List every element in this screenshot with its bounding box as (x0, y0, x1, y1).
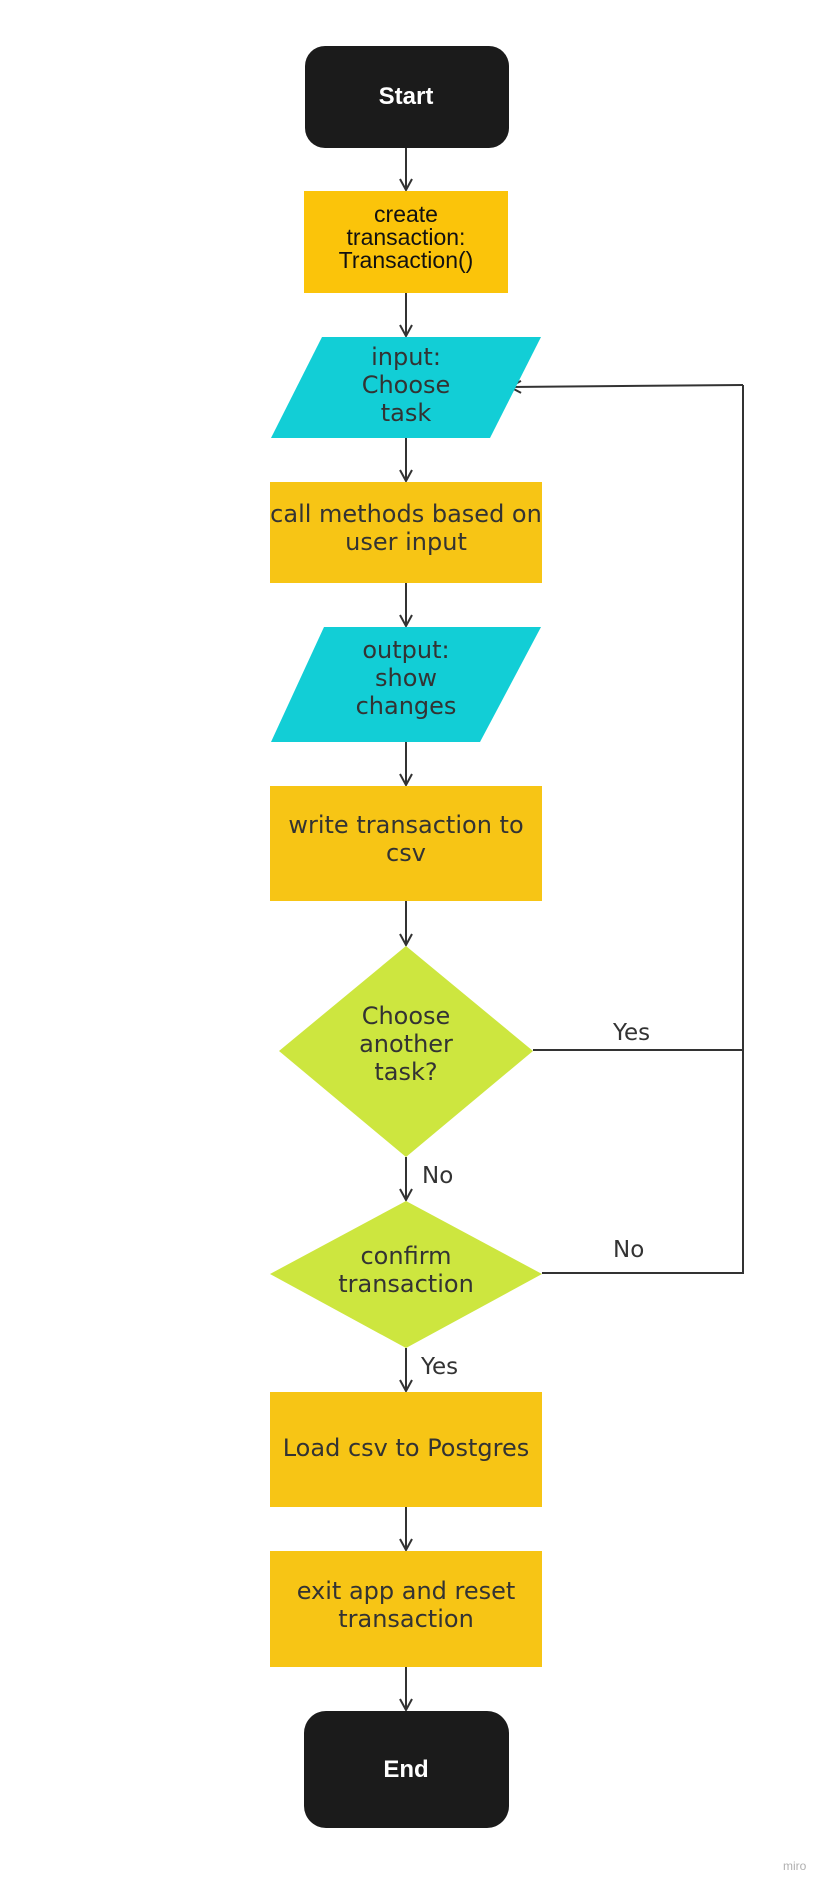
input-io-shape (271, 337, 541, 438)
label-line: another (359, 1030, 453, 1058)
load-label: Load csv to Postgres (283, 1434, 530, 1462)
node-end: End (304, 1711, 509, 1828)
label-line: task? (374, 1058, 437, 1086)
label-line: csv (386, 839, 426, 867)
create-process-shape (304, 191, 508, 293)
call-process-shape (270, 482, 542, 583)
end-terminal-shape (304, 1711, 509, 1828)
label-line: transaction (338, 1605, 474, 1633)
end-label: End (383, 1756, 428, 1783)
label-line: transaction (338, 1270, 474, 1298)
label-line: Choose (362, 1002, 451, 1030)
edges (406, 148, 744, 1710)
label-line: exit app and reset (297, 1577, 516, 1605)
exit-process-shape (270, 1551, 542, 1667)
label-line: Transaction() (339, 247, 474, 273)
write-process-shape (270, 786, 542, 901)
label-line: transaction: (347, 224, 466, 250)
start-label: Start (379, 83, 434, 110)
label-line: Choose (362, 371, 451, 399)
label-line: Start (379, 83, 434, 110)
edge-label-choose-no: No (422, 1163, 453, 1189)
choose-decision-shape (279, 946, 533, 1157)
label-line: confirm (360, 1242, 451, 1270)
label-line: Load csv to Postgres (283, 1434, 530, 1462)
label-line: call methods based on (270, 500, 542, 528)
label-line: changes (356, 692, 457, 720)
edge-label-confirm-no: No (613, 1237, 644, 1263)
node-load-csv: Load csv to Postgres (270, 1392, 542, 1507)
label-line: task (381, 399, 432, 427)
confirm-decision-shape (270, 1201, 542, 1348)
label-line: write transaction to (288, 811, 523, 839)
edge-confirm-no-loop (542, 1050, 744, 1274)
output-io-shape (271, 627, 541, 742)
label-line: input: (371, 343, 441, 371)
start-terminal-shape (305, 46, 509, 148)
edge-loop-to-input (510, 385, 744, 387)
label-line: create (374, 201, 438, 227)
label-line: output: (362, 636, 449, 664)
edge-label-choose-yes: Yes (612, 1020, 650, 1046)
edge-label-confirm-yes: Yes (420, 1354, 458, 1380)
label-line: End (383, 1756, 428, 1783)
load-process-shape (270, 1392, 542, 1507)
label-line: show (375, 664, 437, 692)
label-line: user input (345, 528, 467, 556)
watermark-text: miro (783, 1859, 807, 1873)
node-start: Start (305, 46, 509, 148)
edge-choose-yes-loop (533, 385, 744, 1051)
